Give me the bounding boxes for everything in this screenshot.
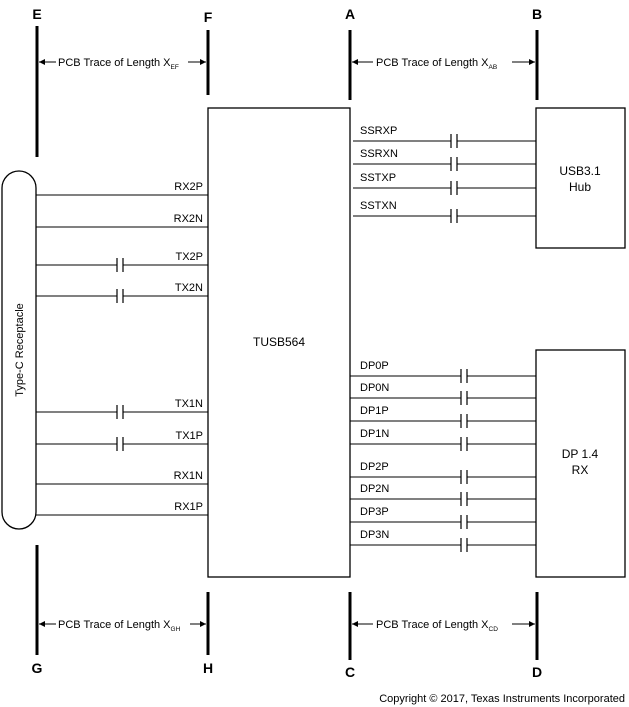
copyright-text: Copyright © 2017, Texas Instruments Inco… (379, 693, 625, 705)
signal-label-sstxn: SSTXN (360, 200, 397, 212)
signal-tx2p: TX2P (36, 251, 208, 272)
signal-dp2p: DP2P (350, 461, 536, 484)
dp-label-1: DP 1.4 (562, 447, 599, 461)
left-signal-lines: RX2P RX2N TX2P TX2N TX1N TX1P RX1N RX1P (36, 181, 208, 516)
point-a: A (345, 6, 355, 22)
trace-sub-gh: GH (171, 626, 181, 633)
signal-dp1p: DP1P (350, 405, 536, 428)
receptacle-label: Type-C Receptacle (14, 303, 26, 397)
signal-label-rx2p: RX2P (174, 181, 203, 193)
usb31-hub (535, 107, 626, 249)
point-c: C (345, 664, 355, 680)
dp14-rx (535, 349, 626, 578)
point-h: H (203, 660, 213, 676)
capacitor-ssrxn (450, 157, 458, 171)
trace-arrow-gh: PCB Trace of Length XGH (39, 619, 206, 633)
trace-label-gh: PCB Trace of Length X (58, 619, 171, 631)
capacitor-dp0n (460, 391, 468, 405)
signal-label-dp0p: DP0P (360, 360, 389, 372)
signal-label-dp1n: DP1N (360, 428, 389, 440)
point-b: B (532, 6, 542, 22)
capacitor-tx1p (116, 437, 124, 451)
point-d: D (532, 664, 542, 680)
capacitor-sstxp (450, 181, 458, 195)
trace-arrow-cd: PCB Trace of Length XCD (352, 619, 535, 633)
signal-label-sstxp: SSTXP (360, 172, 396, 184)
signal-label-ssrxn: SSRXN (360, 148, 398, 160)
capacitor-dp2n (460, 492, 468, 506)
signal-label-tx1n: TX1N (175, 398, 203, 410)
signal-label-tx2n: TX2N (175, 282, 203, 294)
trace-label-cd: PCB Trace of Length X (376, 619, 489, 631)
trace-sub-ab: AB (489, 64, 498, 71)
signal-label-dp1p: DP1P (360, 405, 389, 417)
signal-label-dp3n: DP3N (360, 529, 389, 541)
signal-label-rx1p: RX1P (174, 501, 203, 513)
capacitor-dp3n (460, 538, 468, 552)
type-c-receptacle (1, 170, 37, 530)
hub-label-2: Hub (569, 180, 591, 194)
svg-text:PCB Trace of Length XEF: PCB Trace of Length XEF (58, 57, 179, 71)
signal-dp0n: DP0N (350, 382, 536, 405)
trace-arrow-ab: PCB Trace of Length XAB (352, 57, 535, 71)
trace-label-ef: PCB Trace of Length X (58, 57, 171, 69)
chip-label: TUSB564 (253, 335, 305, 349)
svg-text:PCB Trace of Length XAB: PCB Trace of Length XAB (376, 57, 497, 71)
hub-label-1: USB3.1 (559, 164, 601, 178)
signal-dp3n: DP3N (350, 529, 536, 552)
signal-label-dp0n: DP0N (360, 382, 389, 394)
trace-label-ab: PCB Trace of Length X (376, 57, 489, 69)
signal-rx2n: RX2N (36, 213, 208, 228)
signal-dp3p: DP3P (350, 506, 536, 529)
point-g: G (32, 660, 43, 676)
signal-label-rx1n: RX1N (174, 470, 203, 482)
signal-tx1n: TX1N (36, 398, 208, 419)
capacitor-dp1p (460, 414, 468, 428)
signal-label-ssrxp: SSRXP (360, 125, 397, 137)
signal-rx2p: RX2P (36, 181, 208, 196)
capacitor-dp2p (460, 470, 468, 484)
signal-sstxn: SSTXN (353, 200, 536, 223)
signal-label-dp2n: DP2N (360, 483, 389, 495)
point-e: E (32, 6, 41, 22)
dp-label-2: RX (572, 463, 589, 477)
signal-label-tx2p: TX2P (175, 251, 203, 263)
svg-text:PCB Trace of Length XGH: PCB Trace of Length XGH (58, 619, 181, 633)
trace-sub-ef: EF (171, 64, 179, 71)
capacitor-tx2p (116, 258, 124, 272)
capacitor-tx1n (116, 405, 124, 419)
signal-dp1n: DP1N (350, 428, 536, 451)
capacitor-ssrxp (450, 134, 458, 148)
capacitor-dp3p (460, 515, 468, 529)
signal-label-dp3p: DP3P (360, 506, 389, 518)
signal-sstxp: SSTXP (353, 172, 536, 195)
signal-dp2n: DP2N (350, 483, 536, 506)
signal-dp0p: DP0P (350, 360, 536, 383)
signal-label-tx1p: TX1P (175, 430, 203, 442)
capacitor-dp0p (460, 369, 468, 383)
capacitor-sstxn (450, 209, 458, 223)
signal-label-dp2p: DP2P (360, 461, 389, 473)
signal-tx2n: TX2N (36, 282, 208, 303)
signal-rx1n: RX1N (36, 470, 208, 485)
usb-signal-lines: SSRXP SSRXN SSTXP SSTXN (353, 125, 536, 223)
trace-sub-cd: CD (489, 626, 499, 633)
capacitor-tx2n (116, 289, 124, 303)
tusb564-chip (207, 107, 351, 578)
point-f: F (204, 9, 213, 25)
signal-rx1p: RX1P (36, 501, 208, 516)
dp-signal-lines: DP0P DP0N DP1P DP1N DP2P DP2N DP3P DP3N (350, 360, 536, 552)
signal-label-rx2n: RX2N (174, 213, 203, 225)
trace-arrow-ef: PCB Trace of Length XEF (39, 57, 206, 71)
signal-ssrxp: SSRXP (353, 125, 536, 148)
svg-text:PCB Trace of Length XCD: PCB Trace of Length XCD (376, 619, 498, 633)
capacitor-dp1n (460, 437, 468, 451)
measurement-bars (35, 26, 539, 660)
signal-tx1p: TX1P (36, 430, 208, 451)
signal-ssrxn: SSRXN (353, 148, 536, 171)
